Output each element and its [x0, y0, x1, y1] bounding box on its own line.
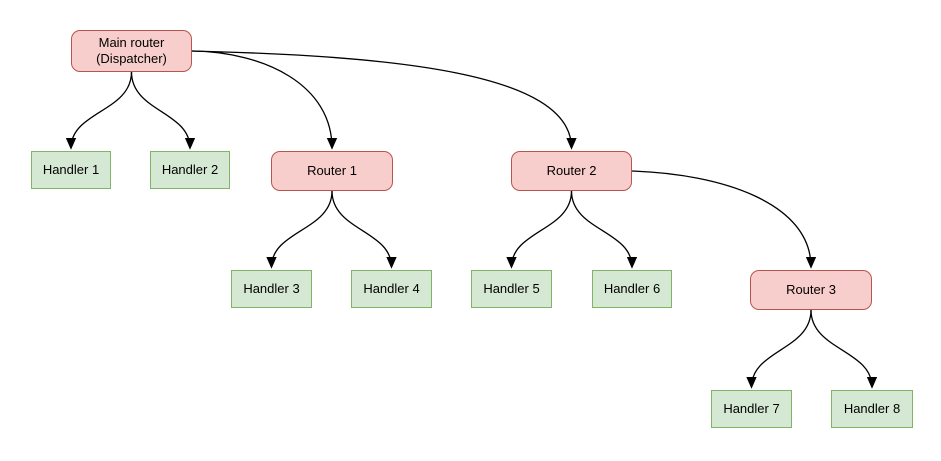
node-label: Router 1	[307, 162, 357, 178]
node-label: Handler 8	[843, 400, 901, 416]
edge-router2-to-handler5	[506, 190, 573, 269]
edge-main-to-handler2	[130, 71, 196, 150]
edge-main-to-router2	[191, 50, 577, 150]
node-label: Handler 1	[42, 161, 100, 177]
node-router-2: Router 2	[511, 151, 632, 191]
node-label: Handler 5	[483, 280, 540, 296]
node-handler-4: Handler 4	[351, 270, 432, 308]
node-router-1: Router 1	[271, 151, 393, 191]
node-label: Main router (Dispatcher)	[96, 34, 167, 66]
edge-main-to-router1	[191, 50, 338, 150]
node-handler-7: Handler 7	[711, 390, 792, 428]
node-label: Router 2	[546, 162, 597, 178]
node-handler-1: Handler 1	[31, 151, 111, 189]
edge-router1-to-handler3	[266, 190, 333, 269]
node-label: Handler 2	[161, 161, 219, 177]
node-handler-2: Handler 2	[150, 151, 230, 189]
node-handler-3: Handler 3	[231, 270, 312, 308]
edge-main-to-handler1	[65, 71, 133, 150]
node-router-3: Router 3	[750, 270, 872, 310]
node-label: Handler 6	[603, 280, 661, 296]
node-label: Handler 4	[363, 280, 420, 296]
node-label: Router 3	[786, 281, 836, 297]
edge-router1-to-handler4	[331, 190, 397, 269]
node-label: Handler 7	[723, 400, 780, 416]
node-handler-6: Handler 6	[592, 270, 672, 308]
edge-router3-to-handler8	[810, 309, 878, 389]
node-label: Handler 3	[243, 280, 300, 296]
node-handler-5: Handler 5	[471, 270, 552, 308]
edge-router2-to-handler6	[570, 190, 638, 269]
node-main-router: Main router (Dispatcher)	[71, 30, 192, 72]
edge-router2-to-router3	[631, 170, 817, 269]
edge-router3-to-handler7	[746, 309, 812, 389]
node-handler-8: Handler 8	[831, 390, 913, 428]
